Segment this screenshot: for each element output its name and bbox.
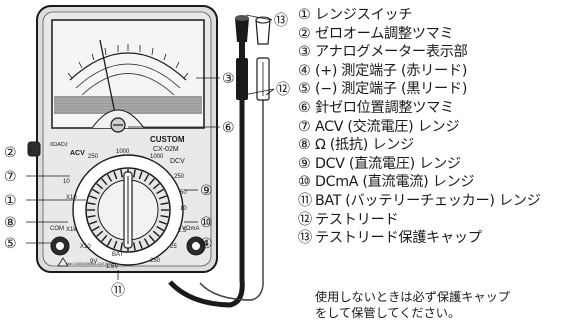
black-test-lead — [168, 40, 248, 308]
callout-1: ① — [4, 193, 17, 209]
dial-tick-acv-10: 10 — [63, 179, 70, 185]
callout-5: ⑤ — [4, 236, 17, 252]
dial-tick-dcv-2-5: 2.5 — [178, 228, 187, 234]
legend-item-number: ⑤ — [298, 81, 311, 98]
legend-item-number: ⑥ — [298, 99, 311, 116]
callout-9: ⑨ — [200, 183, 213, 199]
dial-tick-acv-250: 250 — [88, 154, 99, 160]
legend-item-number: ⑧ — [298, 137, 311, 154]
legend-item-text: アナログメーター表示部 — [315, 44, 468, 61]
brand-label: CUSTOM — [150, 135, 185, 144]
needle-zero-screw[interactable] — [110, 117, 126, 133]
legend-item-number: ⑬ — [298, 230, 312, 247]
callout-10: ⑩ — [200, 215, 213, 231]
analog-display — [51, 19, 205, 129]
dial-tick-dcv-10: 10 — [180, 206, 187, 212]
dial-tick-bat-9: 9V — [90, 259, 97, 265]
leader-line-12a — [243, 88, 275, 96]
vohm-terminal[interactable] — [186, 236, 206, 256]
com-label: COM — [50, 226, 64, 232]
range-switch-dial[interactable] — [72, 154, 184, 266]
warning-triangle-icon — [57, 257, 69, 267]
legend-item-text: Ω (抵抗) レンジ — [315, 137, 414, 154]
legend-item-text: DCV (直流電圧) レンジ — [315, 155, 461, 172]
dial-tick-dcma-25: 25 — [170, 244, 177, 250]
legend-item-text: BAT (バッテリーチェッカー) レンジ — [315, 192, 541, 209]
leader-line-13b — [267, 17, 273, 21]
callout-2: ② — [4, 145, 17, 161]
storage-note-line-2: をして保管してください。 — [315, 306, 461, 320]
leader-line-13a — [245, 14, 273, 21]
legend-item-number: ② — [298, 25, 311, 42]
legend-item-text: テストリード保護キャップ — [315, 230, 482, 247]
callout-3: ③ — [222, 71, 235, 87]
callout-11: ⑪ — [111, 283, 125, 299]
dial-tick-bat-1-5: 1.5V — [106, 264, 118, 270]
dial-tick-dcv-250: 250 — [174, 174, 185, 180]
dial-tick-ohm-x10: X10 — [66, 195, 77, 201]
legend-item-text: DCmA (直流電流) レンジ — [315, 174, 475, 191]
zero-ohm-knob[interactable] — [27, 141, 41, 157]
model-label: CX-02M — [153, 146, 179, 153]
dial-tick-ohm-x10b: X10 — [80, 244, 91, 250]
legend-item-number: ⑫ — [298, 211, 312, 228]
legend-item-text: ACV (交流電圧) レンジ — [315, 118, 460, 135]
legend-item-text: テストリード — [315, 211, 399, 228]
legend-item-number: ① — [298, 7, 311, 23]
black-lead-cap — [235, 15, 249, 42]
acv-label: ACV — [70, 150, 85, 157]
callout-6: ⑥ — [222, 120, 235, 136]
callout-7: ⑦ — [4, 169, 17, 185]
legend-item-text: ゼロオーム調整ツマミ — [315, 25, 454, 42]
legend-item: ④(+) 測定端子 (赤リード) — [298, 62, 583, 81]
bat-label: BAT — [112, 252, 124, 258]
legend-item-text: (−) 測定端子 (黒リード) — [315, 81, 468, 98]
leader-line-2 — [27, 148, 33, 153]
legend-item-number: ⑪ — [298, 192, 312, 209]
callout-4: ④ — [200, 236, 213, 252]
red-lead-cap — [255, 16, 271, 45]
legend-item-number: ③ — [298, 44, 311, 61]
red-test-lead — [199, 57, 270, 301]
callout-8: ⑧ — [4, 215, 17, 231]
dial-tick-dcma-250: 250 — [150, 258, 161, 264]
vohm-label: VΩmA — [182, 226, 200, 232]
storage-note: 使用しないときは必ず保護キャップ をして保管してください。 — [315, 289, 580, 321]
zero-ohm-label: 0ΩADJ — [50, 142, 68, 148]
legend-item-text: レンジスイッチ — [315, 7, 413, 23]
legend-item-number: ⑩ — [298, 174, 311, 191]
legend-item-text: 針ゼロ位置調整ツマミ — [315, 99, 454, 116]
legend-item-text: (+) 測定端子 (赤リード) — [315, 62, 468, 79]
leader-line-12b — [265, 88, 275, 96]
callout-12: ⑫ — [276, 82, 290, 98]
dial-tick-acv-1000: 1000 — [116, 149, 130, 155]
legend-item-number: ⑨ — [298, 155, 311, 172]
storage-note-line-1: 使用しないときは必ず保護キャップ — [315, 290, 510, 304]
dcv-label: DCV — [170, 158, 185, 165]
legend-item: ⑤(−) 測定端子 (黒リード) — [298, 80, 583, 99]
multimeter-diagram: CUSTOM CX-02M 0ΩADJ ACV DCV 250 1000 100… — [4, 5, 290, 308]
legend-item-number: ⑦ — [298, 118, 311, 135]
dial-tick-dcv-50: 50 — [180, 190, 187, 196]
com-terminal[interactable] — [50, 236, 70, 256]
warning-text: Max 1000V/250mA CAT II 600V — [66, 262, 117, 266]
legend-item-number: ④ — [298, 62, 311, 79]
dial-tick-ohm-x1k: X1k — [66, 227, 77, 233]
dial-tick-dcv-1000: 1000 — [150, 154, 164, 160]
callout-13: ⑬ — [274, 13, 288, 29]
